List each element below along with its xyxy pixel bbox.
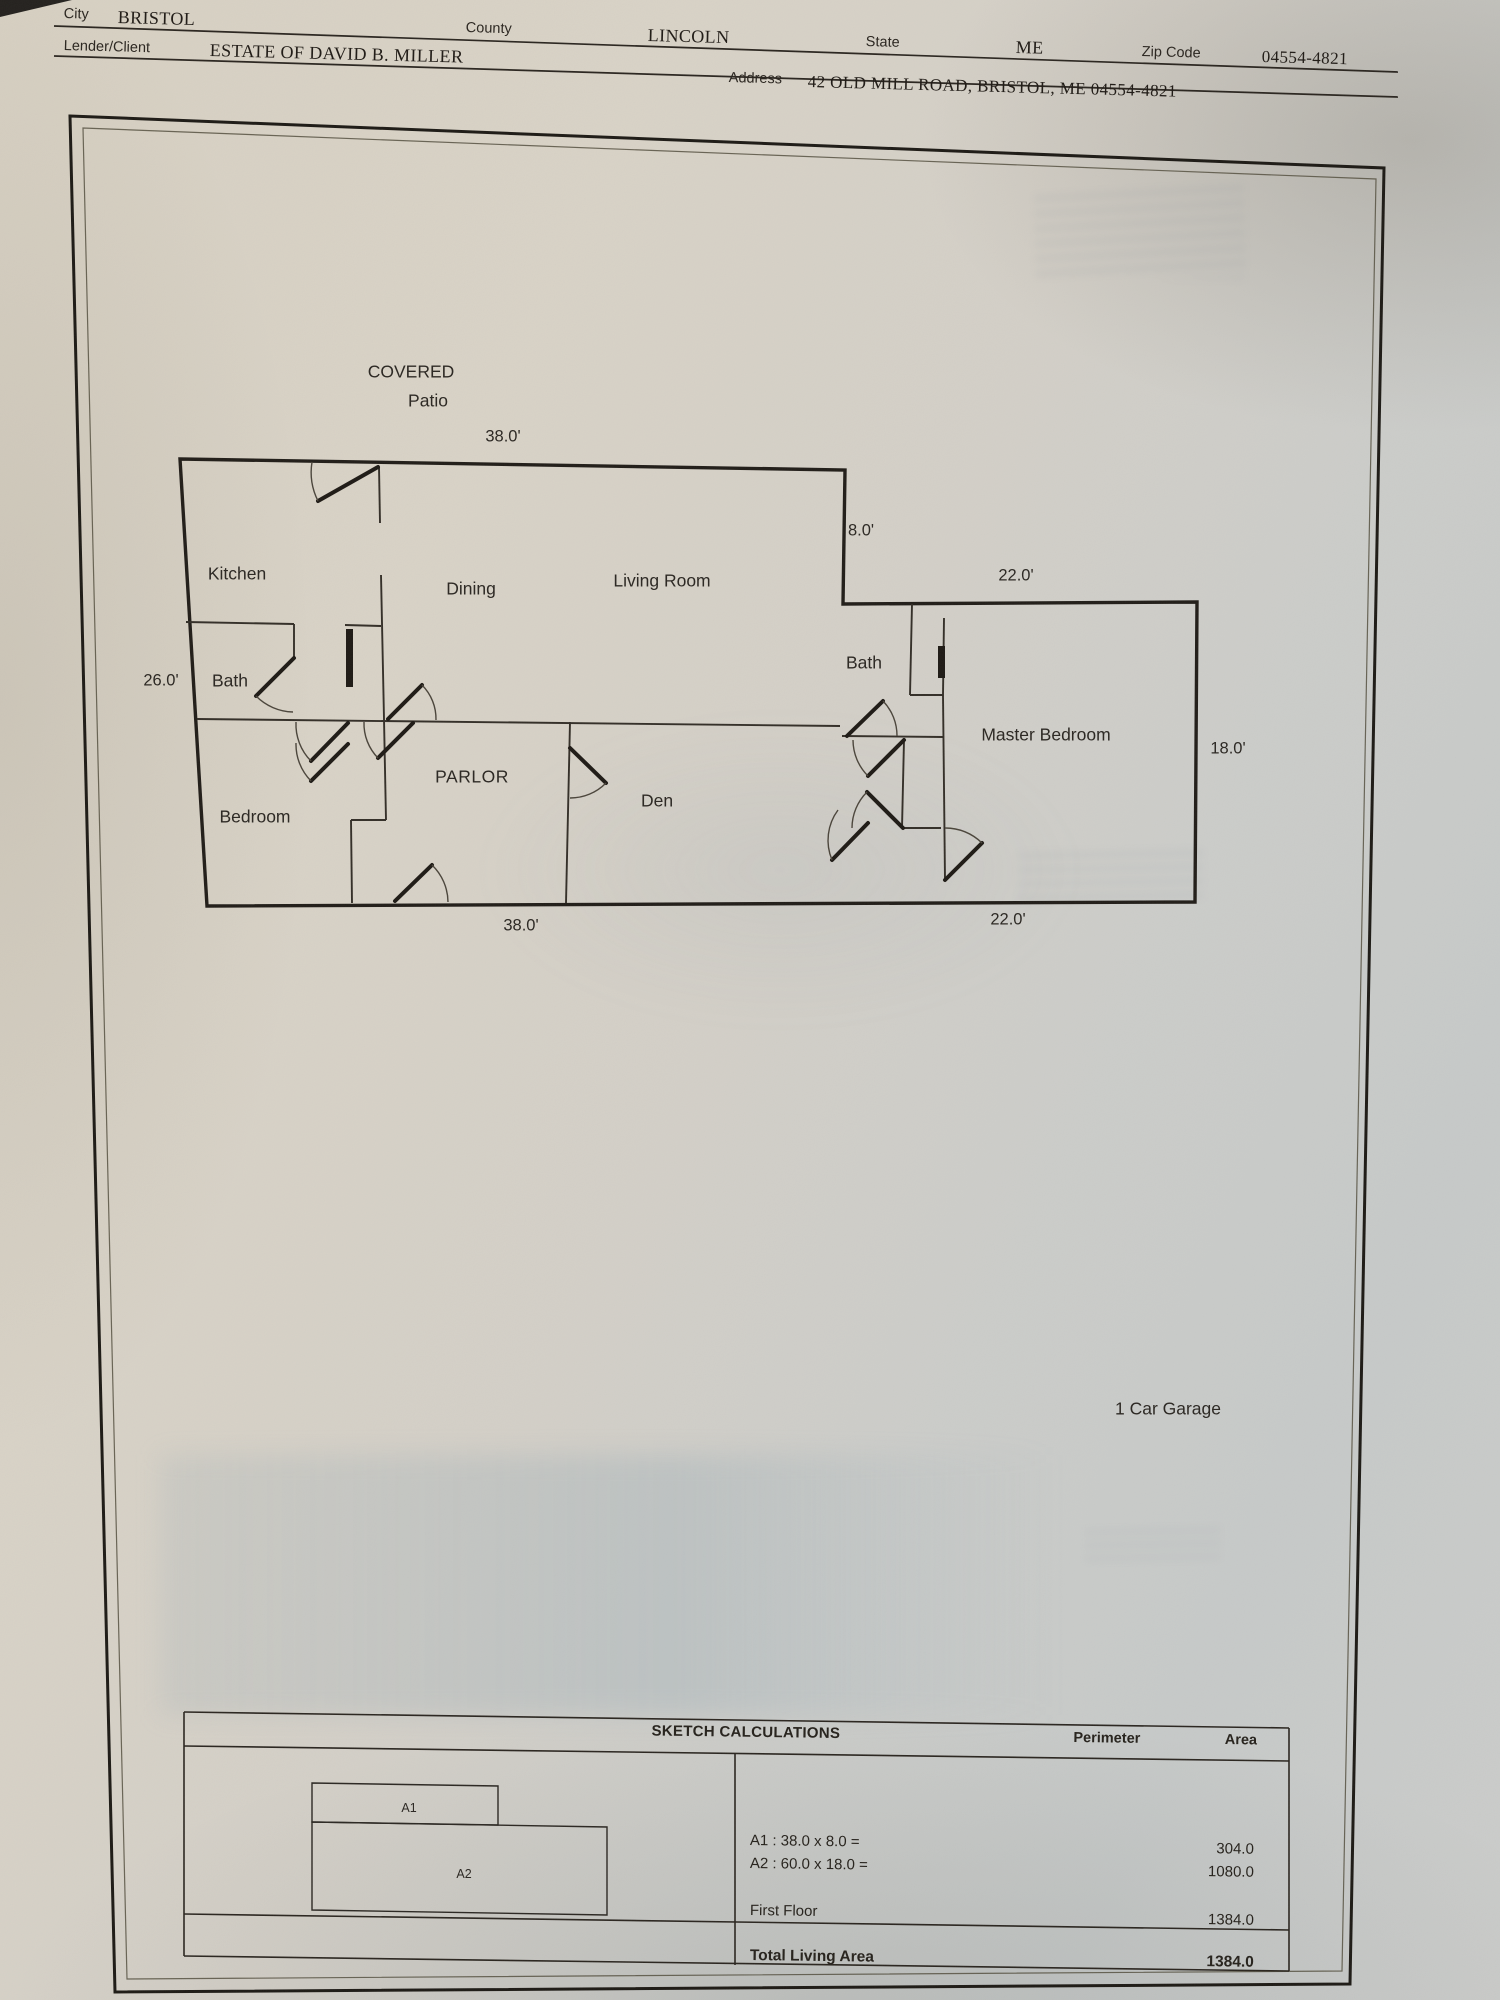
state-label: State [865,34,900,51]
room-label-master-bedroom: Master Bedroom [981,724,1111,745]
garage-label: 1 Car Garage [1114,1398,1222,1419]
state-value: ME [1015,37,1044,58]
address-label: Address [728,70,783,88]
zip-code-label: Zip Code [1141,44,1201,62]
first-floor-label: First Floor [749,1902,818,1920]
floor-plan-drawing [178,457,1199,908]
room-label-dining: Dining [446,578,496,599]
total-living-area-value: 1384.0 [1206,1953,1254,1971]
dimension-bottom-width: 38.0' [503,916,539,935]
calc-table-title: SKETCH CALCULATIONS [651,1722,841,1742]
dimension-step-height: 8.0' [847,521,875,540]
room-label-covered: COVERED [367,361,455,382]
room-label-den: Den [640,790,674,811]
room-label-bath-right: Bath [846,652,882,673]
room-label-patio: Patio [408,390,448,411]
sheet-border-inner [82,127,1377,1980]
calc-row-formula: A1 : 38.0 x 8.0 = [749,1832,860,1851]
room-label-bedroom: Bedroom [219,806,291,827]
calc-row-formula: A2 : 60.0 x 18.0 = [749,1855,869,1874]
interior-walls [185,466,946,904]
exterior-walls [178,457,1199,908]
county-label: County [465,20,512,38]
dimension-wing-right-height: 18.0' [1210,739,1246,758]
city-value: BRISTOL [117,7,196,30]
city-label: City [63,6,89,23]
dimension-top-width: 38.0' [485,427,521,446]
sketch-a1-label: A1 [401,1801,417,1815]
calc-area-sketch [311,1782,608,1916]
room-label-kitchen: Kitchen [207,563,267,584]
calc-row-area-value: 1080.0 [1207,1863,1254,1881]
calc-col-area: Area [1224,1732,1258,1749]
dimension-left-height: 26.0' [143,671,179,690]
sheet-border-outer [68,114,1386,1994]
room-label-living-room: Living Room [613,570,711,591]
zip-code-value: 04554-4821 [1261,47,1349,69]
room-label-parlor: PARLOR [435,766,509,787]
first-floor-area-value: 1384.0 [1207,1911,1254,1929]
dimension-wing-bottom-width: 22.0' [990,910,1026,929]
lender-client-label: Lender/Client [63,38,151,57]
total-living-area-label: Total Living Area [749,1947,875,1966]
county-value: LINCOLN [647,25,730,48]
calc-col-perimeter: Perimeter [1073,1730,1141,1747]
calc-row-area-value: 304.0 [1216,1840,1254,1858]
room-label-bath-left: Bath [212,670,248,691]
dimension-wing-top-width: 22.0' [998,566,1034,585]
sketch-a2-label: A2 [456,1867,472,1881]
sheet-border [68,114,1386,1994]
